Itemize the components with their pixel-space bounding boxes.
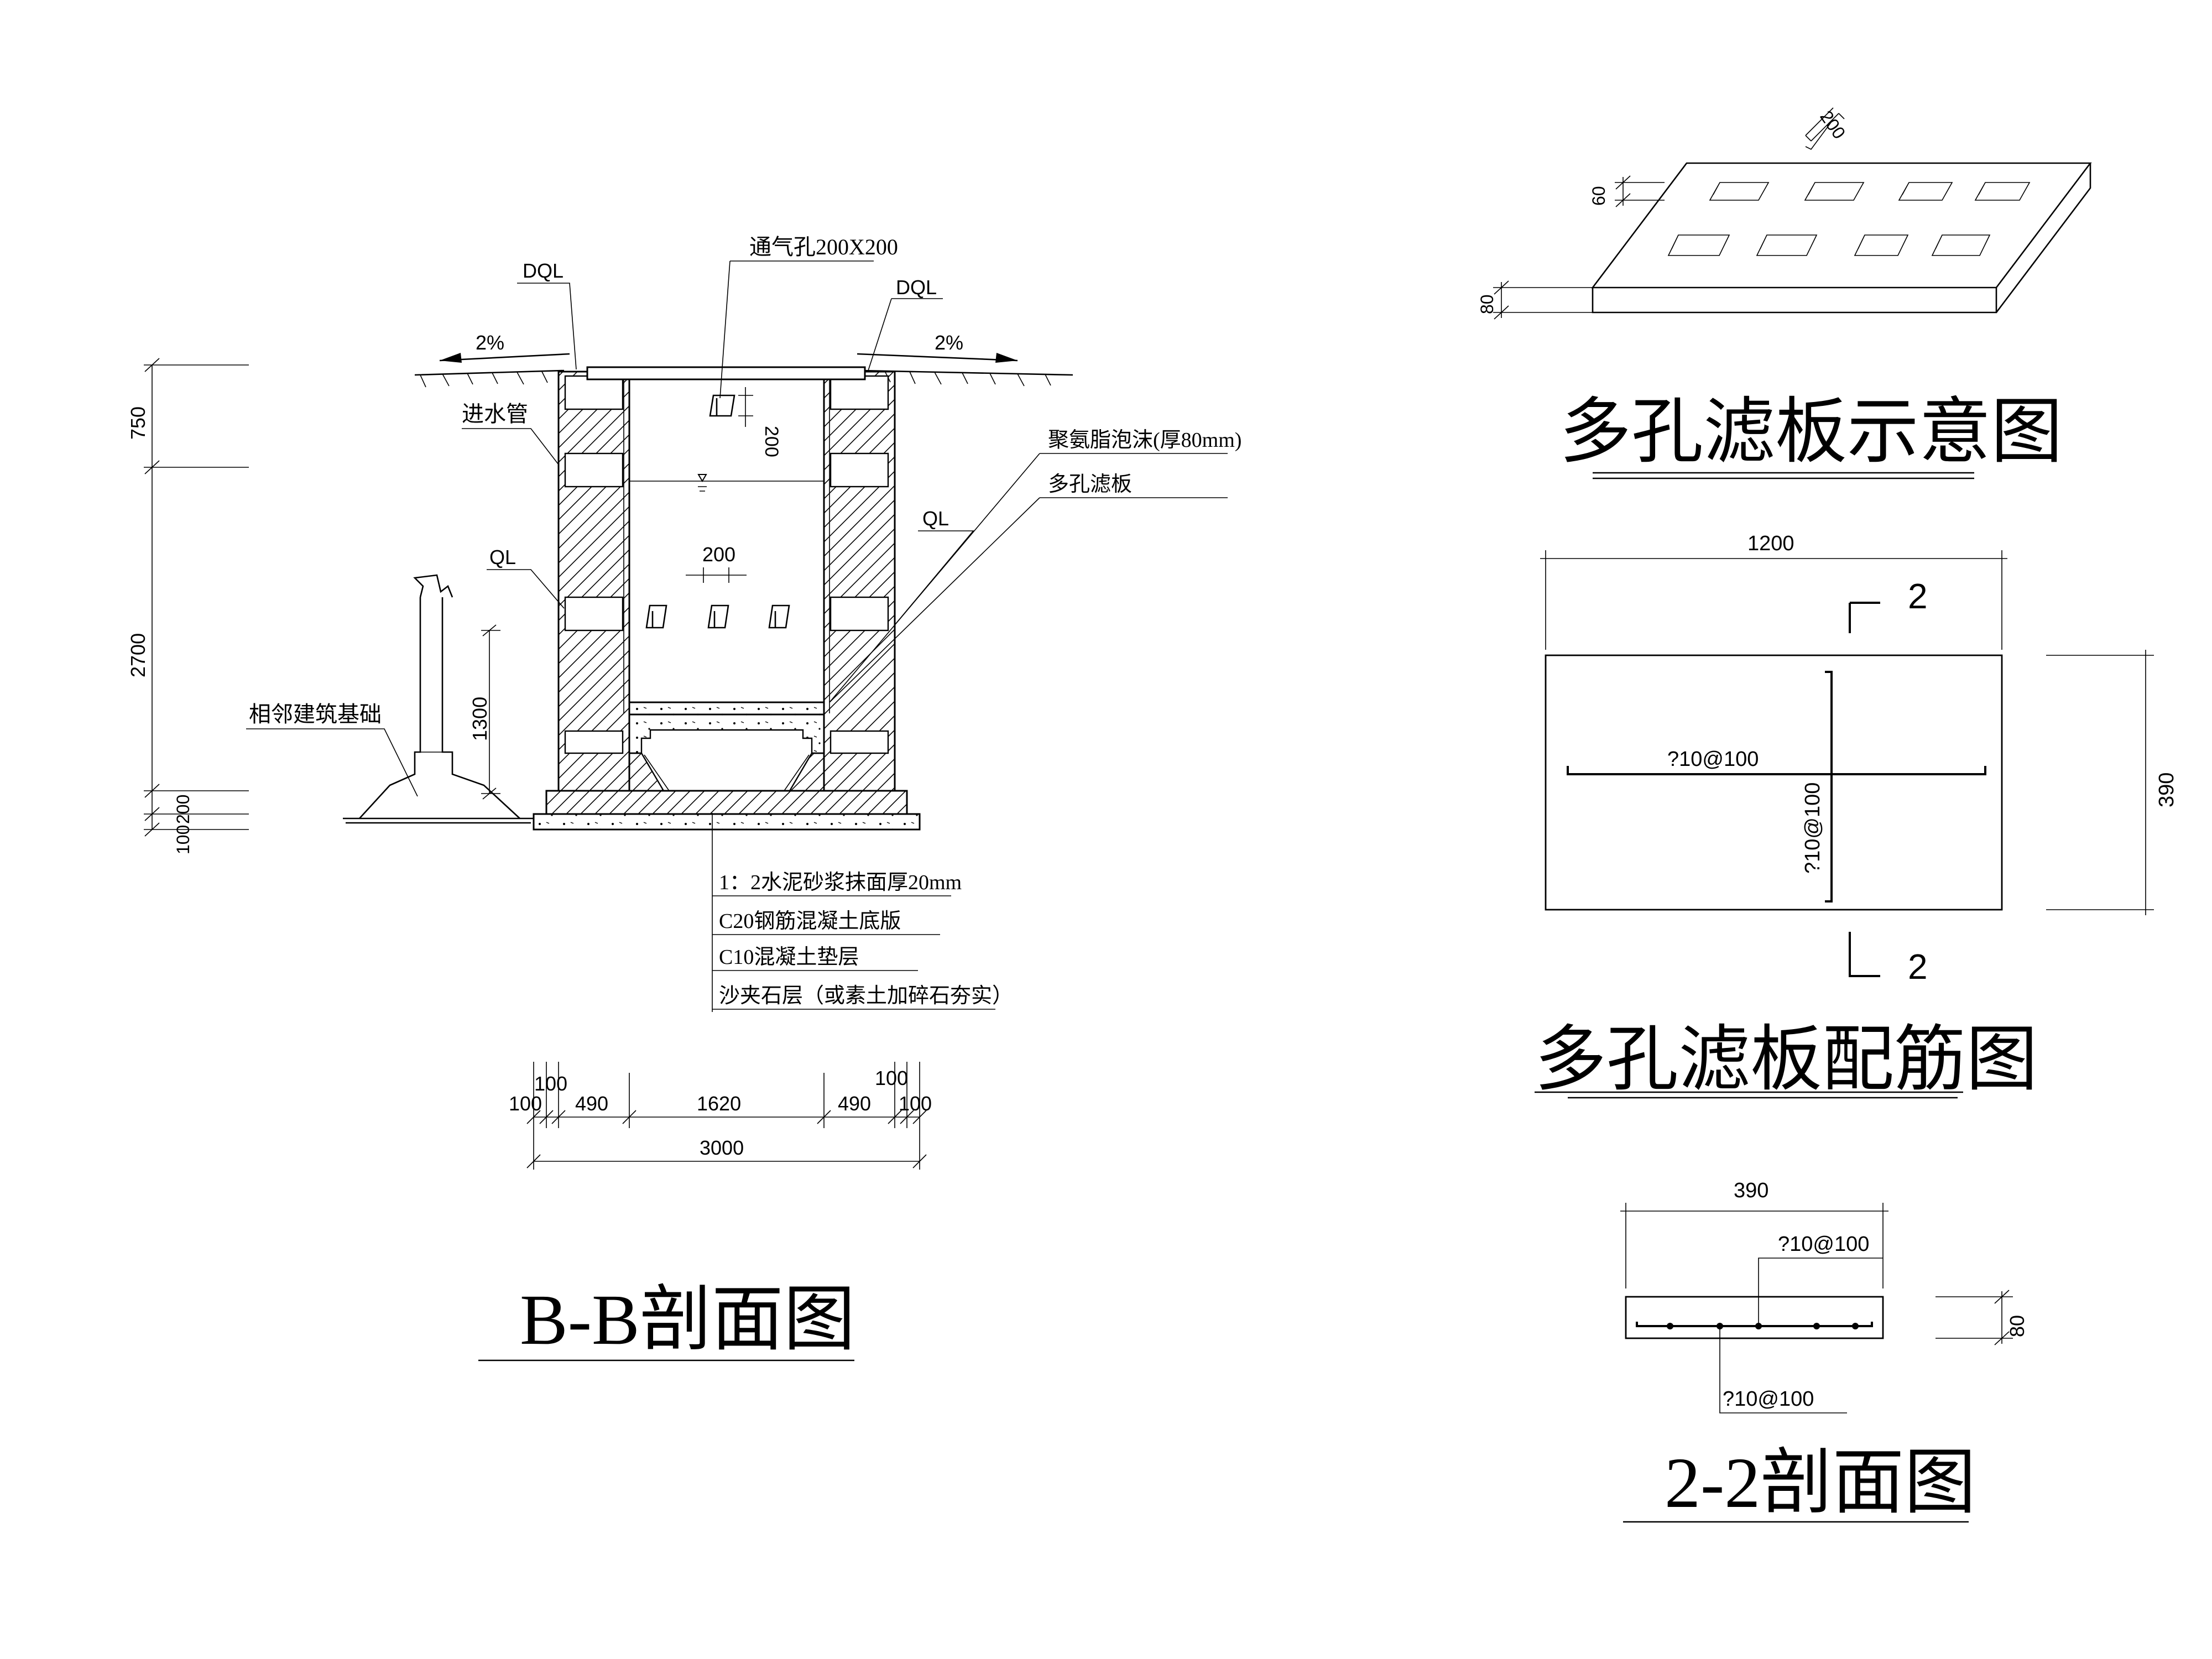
label-ql-left: QL: [489, 546, 516, 568]
vent-dim-label: 200: [761, 426, 782, 457]
water-level-icon: [629, 474, 824, 492]
bottom-structure: [628, 713, 825, 792]
dim-200: 200: [173, 795, 193, 824]
filter-plate: [628, 701, 825, 716]
section-bb: 2% 2%: [127, 234, 1241, 1361]
rebar-horizontal: ?10@100: [1567, 748, 1986, 775]
dim-22-thick-label: 80: [2006, 1315, 2028, 1337]
label-foam: 聚氨脂泡沫(厚80mm): [1048, 429, 1241, 452]
plate-dim-200: 200: [1805, 107, 1849, 150]
dim-1620: 1620: [697, 1092, 741, 1115]
section-22-rebar: [1636, 1322, 1873, 1329]
wall-left: [557, 371, 630, 792]
rebar-vertical: ?10@100: [1801, 671, 1833, 902]
dim-top-100-left: 100: [534, 1072, 567, 1095]
slope-arrow-right: 2%: [857, 331, 1018, 363]
dim-top-100-right: 100: [875, 1067, 908, 1089]
plate-top-face: [1591, 162, 2092, 289]
dim-1300-label: 1300: [468, 697, 491, 741]
dim-2700: 2700: [127, 633, 149, 677]
dim-22-width: 390: [1620, 1179, 1888, 1288]
section-cut-marks: 2 2: [1849, 576, 1928, 987]
dim-100-b: 100: [899, 1092, 932, 1115]
layer-callout: 1：2水泥砂浆抹面厚20mm C20钢筋混凝土底版 C10混凝土垫层 沙夹石层（…: [712, 813, 1013, 1012]
dim-3000: 3000: [700, 1136, 744, 1159]
title-plate-rebar: 多孔滤板配筋图: [1535, 1020, 2038, 1100]
vent-hole-icon: [709, 394, 735, 417]
wall-right: [823, 371, 896, 792]
vertical-dims: 750 2700 200 100: [127, 358, 249, 854]
hole-dim-label: 200: [702, 543, 735, 566]
layer-1: 1：2水泥砂浆抹面厚20mm: [719, 871, 962, 894]
label-filter-plate: 多孔滤板: [1048, 473, 1132, 496]
dim-1200-label: 1200: [1747, 532, 1794, 555]
section-22-leaders: ?10@100 ?10@100: [1719, 1233, 1883, 1413]
base-cushion-c10: [533, 813, 921, 831]
dim-1200: 1200: [1540, 532, 2007, 650]
bottom-dims: 100 100 100 490 1620 490 100 3000: [509, 1062, 932, 1170]
section-22-slab: [1625, 1296, 1884, 1339]
slope-left-label: 2%: [476, 331, 504, 354]
dim-100-a: 100: [509, 1092, 542, 1115]
dim-1300: 1300: [468, 624, 500, 800]
dim-490-b: 490: [838, 1092, 871, 1115]
title-section-22: 2-2剖面图: [1665, 1443, 1976, 1523]
dim-390-label: 390: [2155, 773, 2178, 807]
bb-labels: 通气孔200X200 DQL DQL 进水管 聚氨脂泡沫(厚80mm) 多孔滤板…: [246, 234, 1241, 797]
bar-22-bottom-label: ?10@100: [1723, 1387, 1814, 1411]
dim-vent: 200: [738, 387, 782, 457]
title-plate-rebar-underline: [1535, 1091, 1963, 1099]
plate-holes: [1667, 182, 2031, 256]
label-ql-right: QL: [922, 507, 949, 530]
plate-sketch: 200 60 80 多孔滤板示意图: [1477, 107, 2092, 479]
plate-dim-80: 80: [1477, 280, 1593, 320]
title-bb: B-B剖面图: [520, 1280, 855, 1360]
section-22: 390 ?10@100 ?10@100 80 2-2剖面图: [1620, 1179, 2028, 1523]
label-dql-left: DQL: [523, 259, 564, 282]
bar-22-top-label: ?10@100: [1778, 1233, 1869, 1256]
base-slab-c20: [545, 790, 908, 815]
layer-3: C10混凝土垫层: [719, 946, 859, 969]
plate-dim-80-label: 80: [1477, 294, 1497, 314]
plate-dim-60-label: 60: [1589, 186, 1609, 206]
cover-slab: [586, 366, 866, 380]
foam-lining: [623, 372, 830, 713]
label-dql-right: DQL: [896, 276, 937, 299]
cut-top-label: 2: [1908, 576, 1928, 616]
dim-390: 390: [2046, 650, 2178, 915]
dim-22-thick: 80: [1936, 1290, 2028, 1345]
layer-2: C20钢筋混凝土底版: [719, 910, 901, 933]
ring-beams: [564, 375, 889, 754]
dim-22-width-label: 390: [1734, 1179, 1768, 1202]
slope-right-label: 2%: [935, 331, 963, 354]
label-vent: 通气孔200X200: [749, 234, 898, 259]
label-adjacent: 相邻建筑基础: [249, 702, 382, 727]
slope-arrow-left: 2%: [439, 331, 570, 363]
layer-4: 沙夹石层（或素土加碎石夯实）: [719, 984, 1013, 1008]
plate-dim-60: 60: [1589, 175, 1665, 207]
title-plate-sketch: 多孔滤板示意图: [1559, 393, 2063, 472]
filter-holes: [645, 604, 790, 629]
plate-dim-200-label: 200: [1816, 107, 1849, 142]
dim-750: 750: [127, 406, 149, 440]
title-plate-sketch-underline: [1593, 472, 1974, 479]
bar-h-label: ?10@100: [1667, 748, 1759, 771]
label-inlet-pipe: 进水管: [462, 401, 528, 426]
inner-chamber: [628, 379, 825, 709]
plate-rebar: ?10@100 ?10@100 1200 390 2 2 多孔滤板配筋图: [1535, 532, 2178, 1100]
dim-100: 100: [173, 825, 193, 854]
hole-dimension: 200: [686, 543, 747, 583]
bar-v-label: ?10@100: [1801, 782, 1824, 874]
dim-490-a: 490: [575, 1092, 608, 1115]
adjacent-foundation: [343, 574, 534, 824]
plate-thickness: [1592, 163, 2091, 314]
rebar-plate-outline: [1545, 654, 2003, 911]
cut-bottom-label: 2: [1908, 947, 1928, 987]
